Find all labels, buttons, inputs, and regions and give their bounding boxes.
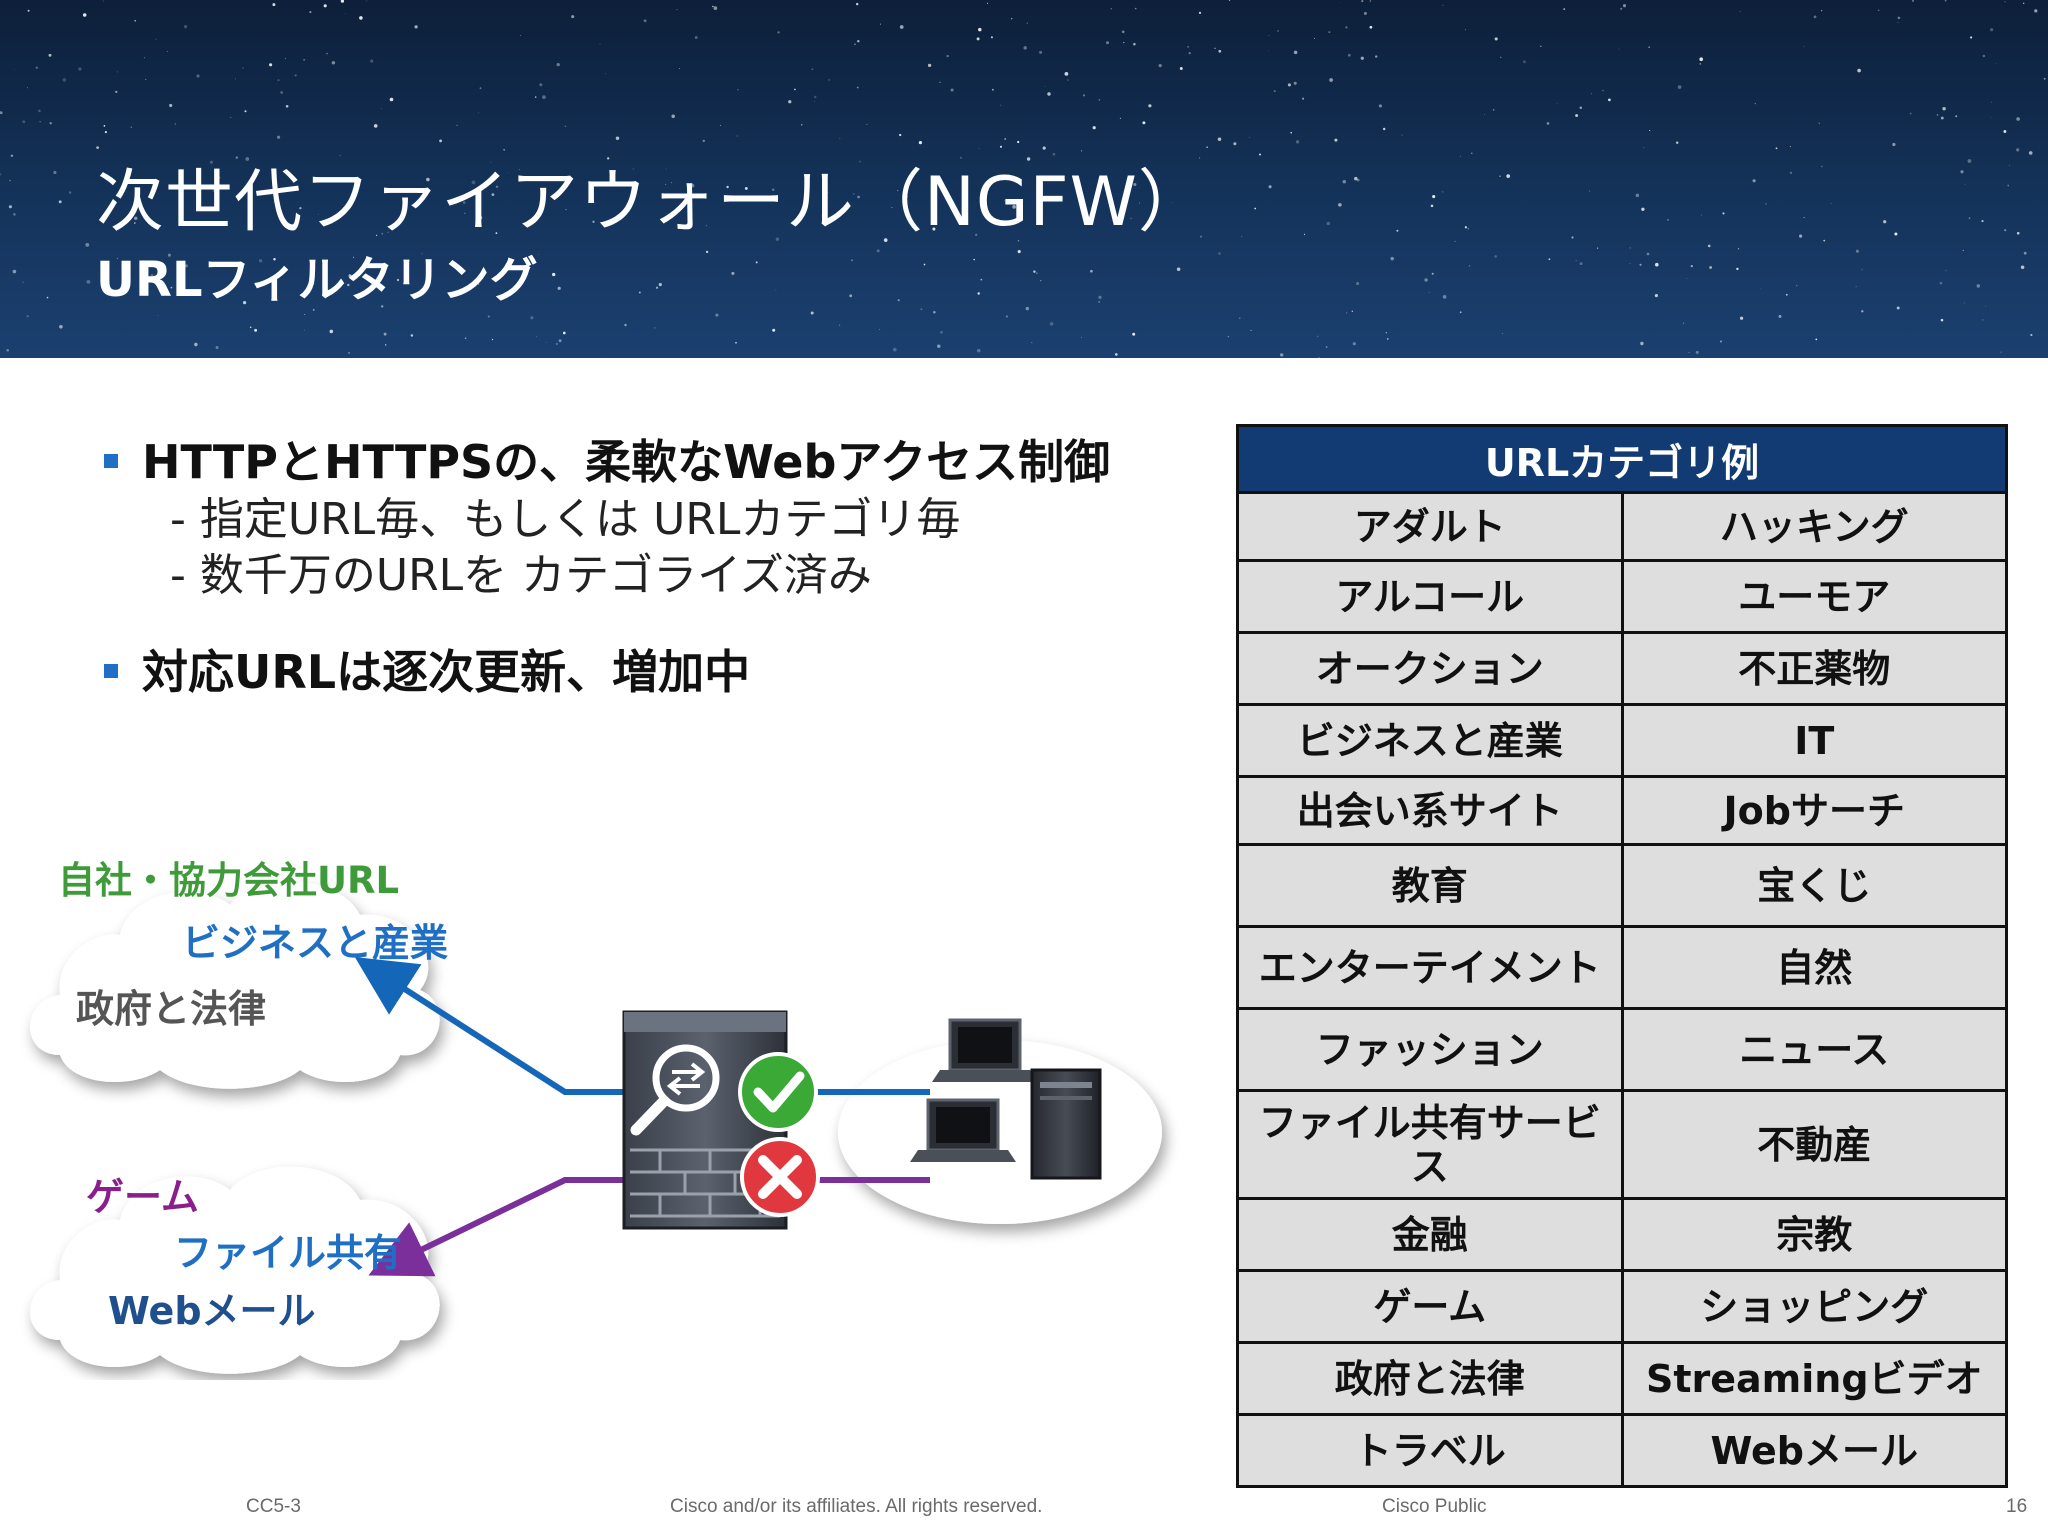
allowed-cloud-icon bbox=[30, 881, 440, 1089]
bullet-square-icon bbox=[104, 664, 118, 678]
category-cell: 自然 bbox=[1620, 925, 2008, 1010]
blocked-category-label: ファイル共有 bbox=[174, 1231, 403, 1275]
allowed-cloud-header: 自社・協力会社URL bbox=[58, 859, 400, 902]
blocked-cross-icon bbox=[740, 1137, 820, 1217]
category-cell: ユーモア bbox=[1620, 559, 2008, 634]
bullet-text: 対応URLは逐次更新、増加中 bbox=[142, 645, 751, 699]
category-cell: Webメール bbox=[1620, 1413, 2008, 1488]
category-cell: アダルト bbox=[1236, 491, 1624, 562]
category-cell: Jobサーチ bbox=[1620, 775, 2008, 846]
bullet-item: HTTPとHTTPSの、柔軟なWebアクセス制御 - 指定URL毎、もしくは U… bbox=[100, 432, 1220, 604]
category-cell: アルコール bbox=[1236, 559, 1624, 634]
category-cell: 教育 bbox=[1236, 843, 1624, 928]
table-row: 教育宝くじ bbox=[1236, 843, 2008, 928]
table-row: エンターテイメント自然 bbox=[1236, 925, 2008, 1010]
bullet-square-icon bbox=[104, 454, 118, 468]
blocked-cloud-icon bbox=[30, 1166, 440, 1374]
category-cell: ファッション bbox=[1236, 1007, 1624, 1092]
footer-copyright: Cisco and/or its affiliates. All rights … bbox=[670, 1496, 1043, 1517]
table-row: ファイル共有サービス不動産 bbox=[1236, 1089, 2008, 1200]
bullet-item: 対応URLは逐次更新、増加中 bbox=[100, 642, 1220, 702]
blocked-category-label: ゲーム bbox=[86, 1175, 199, 1219]
category-cell: IT bbox=[1620, 703, 2008, 778]
slide-subtitle: URLフィルタリング bbox=[96, 252, 538, 308]
category-cell: トラベル bbox=[1236, 1413, 1624, 1488]
slide-header: 次世代ファイアウォール（NGFW） URLフィルタリング bbox=[0, 0, 2048, 358]
category-cell: 政府と法律 bbox=[1236, 1341, 1624, 1416]
category-cell: オークション bbox=[1236, 631, 1624, 706]
starfield-background bbox=[0, 0, 2046, 358]
table-row: 金融宗教 bbox=[1236, 1197, 2008, 1272]
bullet-list: HTTPとHTTPSの、柔軟なWebアクセス制御 - 指定URL毎、もしくは U… bbox=[100, 432, 1220, 740]
server-icon bbox=[1030, 1068, 1102, 1180]
diagram-graphics bbox=[30, 881, 1162, 1374]
table-row: アダルトハッキング bbox=[1236, 491, 2008, 562]
category-cell: ファイル共有サービス bbox=[1236, 1089, 1624, 1200]
category-cell: ビジネスと産業 bbox=[1236, 703, 1624, 778]
category-cell: Streamingビデオ bbox=[1620, 1341, 2008, 1416]
category-cell: ニュース bbox=[1620, 1007, 2008, 1092]
category-cell: 金融 bbox=[1236, 1197, 1624, 1272]
category-cell: ショッピング bbox=[1620, 1269, 2008, 1344]
category-cell: 不正薬物 bbox=[1620, 631, 2008, 706]
laptop-icon bbox=[910, 1098, 1016, 1162]
table-row: アルコールユーモア bbox=[1236, 559, 2008, 634]
category-cell: 出会い系サイト bbox=[1236, 775, 1624, 846]
table-header-row: URLカテゴリ例 bbox=[1236, 424, 2008, 494]
table-row: ゲームショッピング bbox=[1236, 1269, 2008, 1344]
footer-page-number: 16 bbox=[2006, 1496, 2028, 1517]
category-cell: 宗教 bbox=[1620, 1197, 2008, 1272]
bullet-text: HTTPとHTTPSの、柔軟なWebアクセス制御 bbox=[142, 435, 1111, 489]
allowed-category-label: 政府と法律 bbox=[76, 987, 267, 1031]
url-filter-diagram: 自社・協力会社URL ビジネスと産業 政府と法律 ゲーム ファイル共有 Webメ… bbox=[0, 820, 1200, 1380]
bullet-subtext: - 数千万のURLを カテゴライズ済み bbox=[170, 550, 872, 601]
category-cell: ゲーム bbox=[1236, 1269, 1624, 1344]
table-row: オークション不正薬物 bbox=[1236, 631, 2008, 706]
table-row: ファッションニュース bbox=[1236, 1007, 2008, 1092]
slide-title: 次世代ファイアウォール（NGFW） bbox=[96, 163, 1207, 242]
allowed-category-label: ビジネスと産業 bbox=[182, 921, 449, 965]
category-cell: ハッキング bbox=[1620, 491, 2008, 562]
laptop-icon bbox=[932, 1018, 1038, 1082]
allowed-check-icon bbox=[738, 1052, 818, 1132]
url-category-table: URLカテゴリ例 アダルトハッキングアルコールユーモアオークション不正薬物ビジネ… bbox=[1236, 424, 2008, 1488]
category-cell: 宝くじ bbox=[1620, 843, 2008, 928]
category-cell: エンターテイメント bbox=[1236, 925, 1624, 1010]
category-cell: 不動産 bbox=[1620, 1089, 2008, 1200]
footer-classification: Cisco Public bbox=[1382, 1496, 1487, 1517]
footer-code: CC5-3 bbox=[246, 1496, 301, 1517]
table-header: URLカテゴリ例 bbox=[1236, 424, 2008, 494]
blocked-category-label: Webメール bbox=[108, 1289, 316, 1333]
bullet-subtext: - 指定URL毎、もしくは URLカテゴリ毎 bbox=[170, 494, 961, 545]
